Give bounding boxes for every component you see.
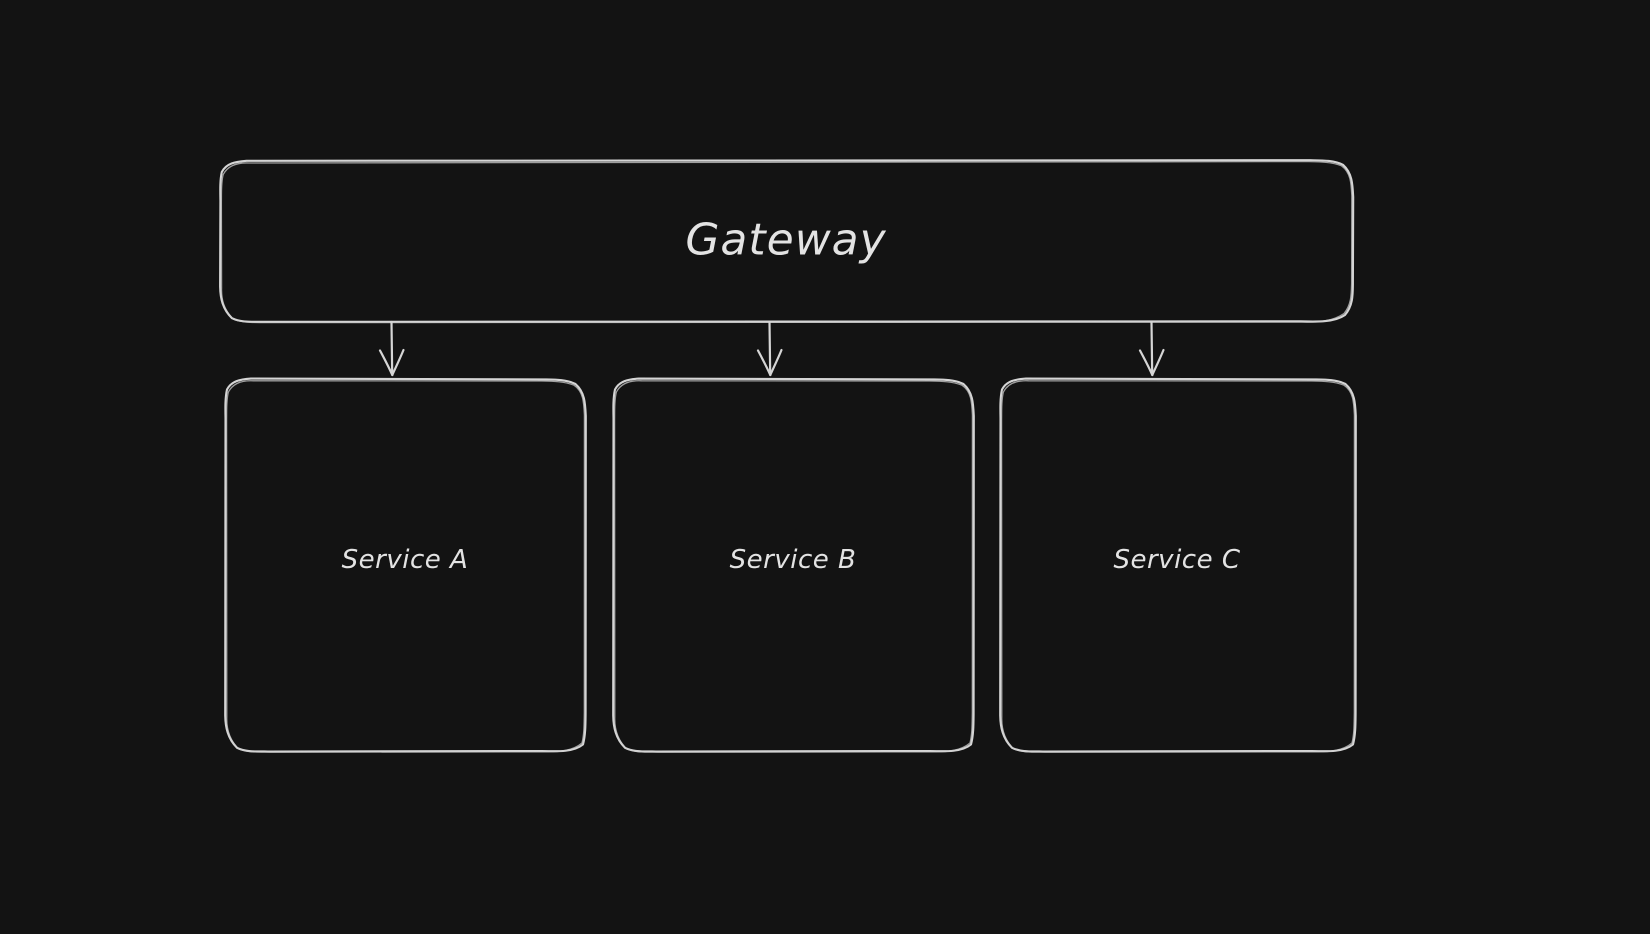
node-gateway[interactable]	[220, 160, 1353, 322]
edge-gateway-service-a[interactable]	[378, 320, 405, 377]
node-service-b-shape[interactable]	[612, 377, 975, 753]
node-service-b[interactable]	[613, 378, 973, 755]
edge-gateway-service-b[interactable]	[756, 320, 783, 377]
node-service-a-shape[interactable]	[224, 377, 587, 753]
edge-gateway-service-c[interactable]	[1138, 320, 1165, 377]
node-service-c[interactable]	[1000, 378, 1355, 755]
node-service-c-shape[interactable]	[999, 377, 1357, 753]
node-service-a[interactable]	[225, 378, 585, 755]
node-gateway-shape[interactable]	[219, 159, 1355, 324]
